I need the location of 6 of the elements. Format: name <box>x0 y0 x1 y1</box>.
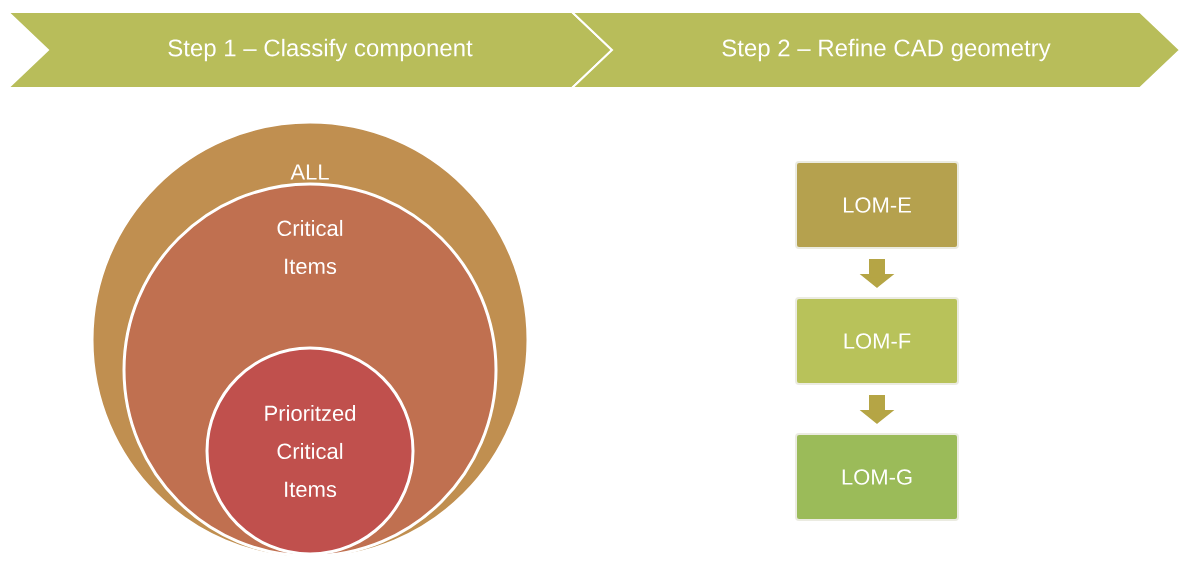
process-chevron: Step 1 – Classify component <box>5 10 614 90</box>
level-box: LOM-G <box>795 433 959 521</box>
process-chevron: Step 2 – Refine CAD geometry <box>569 10 1180 90</box>
level-box: LOM-E <box>795 161 959 249</box>
node-label: Step 2 – Refine CAD geometry <box>722 38 1051 62</box>
level-box: LOM-F <box>795 297 959 385</box>
